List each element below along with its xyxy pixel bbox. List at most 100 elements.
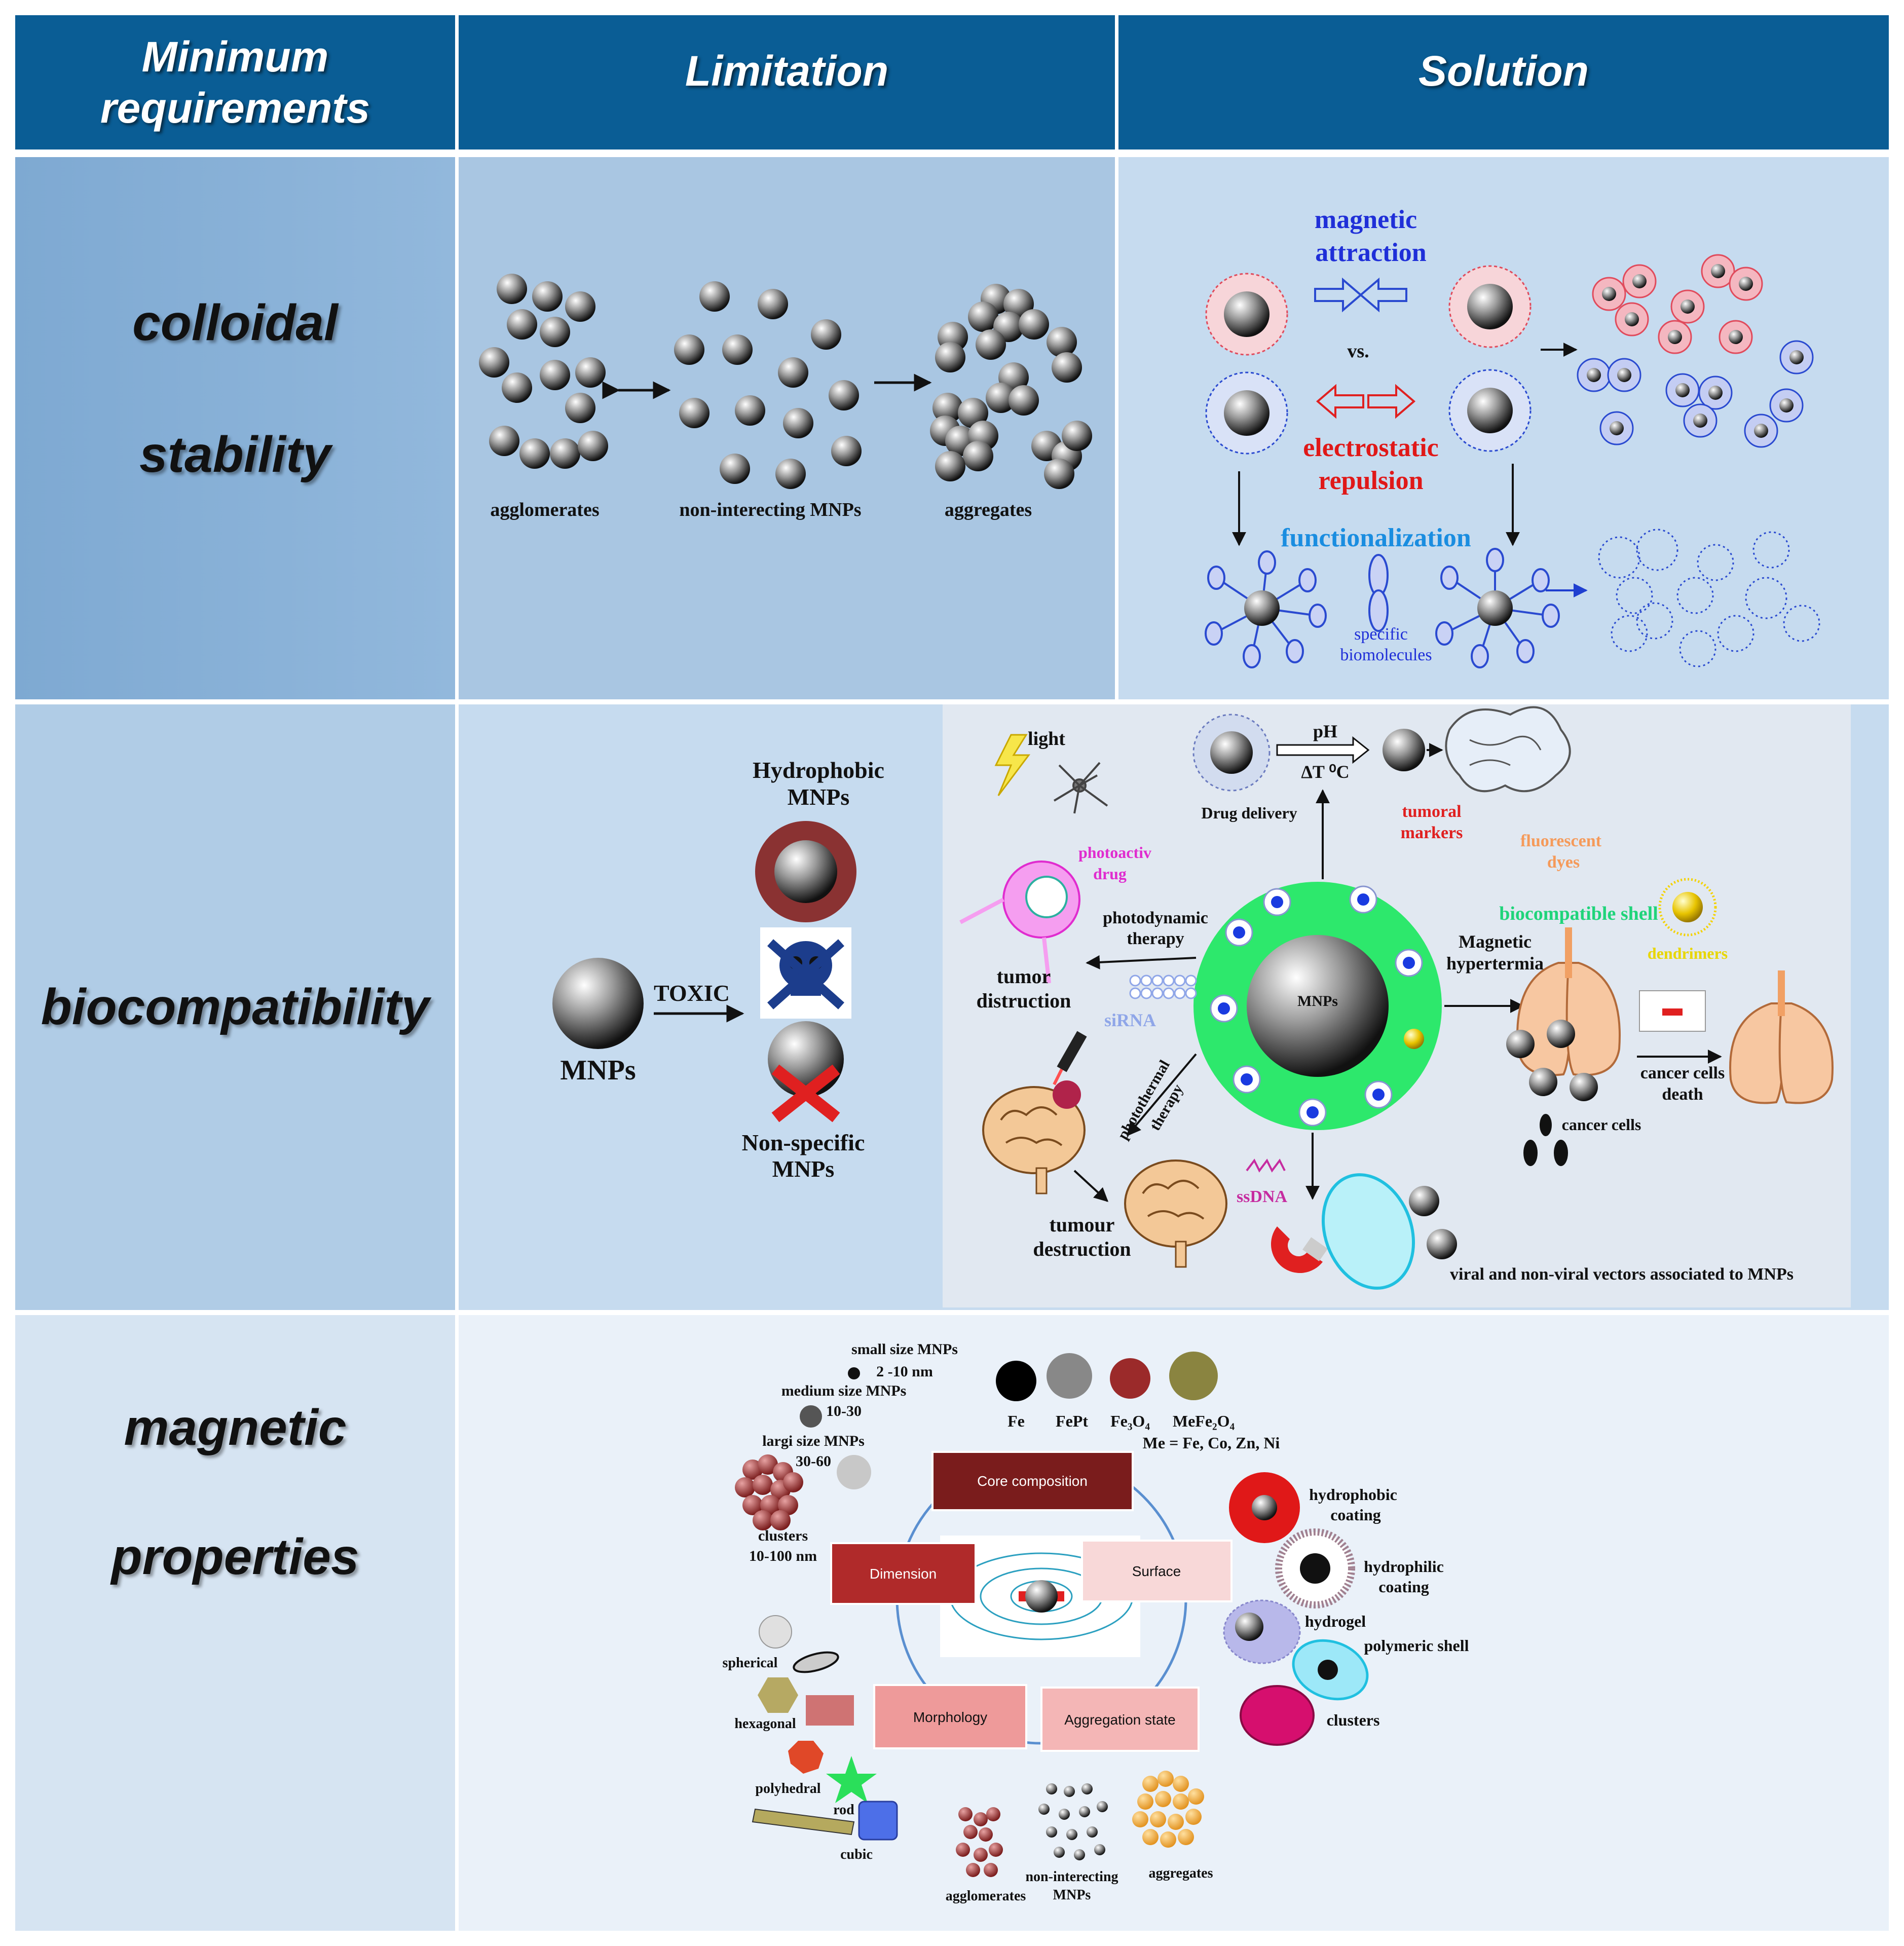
- fe3o4-circle: [1110, 1358, 1150, 1399]
- label-cubic: cubic: [840, 1847, 873, 1862]
- label-mnps: MNPs: [560, 1055, 636, 1086]
- sirna-strand: [1129, 975, 1197, 999]
- hydrophobic-coating-particle: [1229, 1472, 1300, 1543]
- label-cancer-cells: cancer cells: [1562, 1115, 1641, 1134]
- dispersed-red-cores: [1602, 264, 1753, 344]
- colloidal-line1: colloidal: [132, 294, 338, 351]
- small-size-dot: [848, 1367, 860, 1379]
- functionalized-particle-1: [1205, 550, 1327, 668]
- label-clusters-right: clusters: [1327, 1711, 1380, 1729]
- rectangle-shape: [806, 1695, 854, 1726]
- label-agglomerates: agglomerates: [490, 499, 599, 520]
- dimension-box: [830, 1542, 977, 1605]
- label-large-line1: largi size MNPs: [762, 1433, 865, 1449]
- star-shape: [826, 1756, 877, 1803]
- spherical-shape: [759, 1615, 792, 1649]
- label-non-small-2: MNPs: [1053, 1887, 1091, 1903]
- polymeric-shell-particle: [1292, 1639, 1369, 1701]
- label-fluorescent-line1: fluorescent: [1520, 832, 1602, 850]
- biocompatibility-label: biocompatibility: [41, 979, 430, 1035]
- intestine-drawing: [1445, 706, 1571, 793]
- label-cancer-death-line2: death: [1662, 1085, 1703, 1104]
- released-particle: [1383, 729, 1425, 771]
- label-tumor-line1: tumor: [997, 965, 1051, 988]
- repulsion-arrow-right: [1367, 384, 1416, 419]
- label-electrostatic: electrostatic: [1303, 433, 1439, 462]
- morphology-box: [873, 1684, 1027, 1749]
- tumor-cell: [959, 860, 1080, 984]
- brain-healthy: [1124, 1159, 1227, 1268]
- label-small-line2: 2 -10 nm: [876, 1363, 933, 1380]
- dispersed-functionalized-particles: [1598, 529, 1820, 667]
- label-nonspecific-line2: MNPs: [772, 1156, 835, 1182]
- colloidal-line2: stability: [139, 426, 331, 483]
- brain-with-tumour: [982, 1080, 1086, 1194]
- label-photodynamic-line1: photodynamic: [1103, 909, 1208, 927]
- label-magnetic-hyp-line2: hypertermia: [1446, 953, 1544, 974]
- label-attraction: attraction: [1315, 238, 1427, 267]
- medium-size-dot: [800, 1405, 822, 1428]
- agglomerates-small: [956, 1807, 1003, 1877]
- label-tumoral-line2: markers: [1401, 824, 1463, 842]
- label-large-line2: 30-60: [796, 1453, 831, 1470]
- label-specific: specific: [1354, 625, 1408, 644]
- label-hydrophobic-coat-1: hydrophobic: [1309, 1485, 1397, 1504]
- header-solution-text: Solution: [1418, 47, 1589, 95]
- magnetic-line2: properties: [111, 1528, 359, 1585]
- mefe2o4-circle: [1169, 1352, 1218, 1400]
- cluster-berry: [735, 1454, 803, 1530]
- fe-circle: [996, 1361, 1036, 1401]
- core-composition-box: [931, 1451, 1134, 1511]
- label-cancer-death-line1: cancer cells: [1640, 1064, 1725, 1082]
- repulsion-arrow-left: [1316, 384, 1364, 419]
- label-hexagonal: hexagonal: [734, 1716, 796, 1732]
- magnet-icon: [1271, 1226, 1328, 1274]
- label-medium-line2: 10-30: [826, 1403, 862, 1419]
- label-aggregation: Aggregation state: [1064, 1712, 1176, 1728]
- surface-box: [1081, 1540, 1233, 1602]
- label-fe3o4: Fe₃O₄: [1110, 1412, 1150, 1430]
- label-dendrimers: dendrimers: [1648, 944, 1728, 962]
- healthy-lungs: [1729, 970, 1834, 1104]
- label-medium-line1: medium size MNPs: [781, 1382, 907, 1399]
- label-hydrophilic-coat-2: coating: [1378, 1578, 1429, 1596]
- functionalized-particle-2: [1435, 548, 1560, 668]
- label-fept: FePt: [1056, 1412, 1088, 1430]
- label-me-line: Me = Fe, Co, Zn, Ni: [1143, 1434, 1280, 1452]
- label-ph: pH: [1313, 721, 1337, 741]
- label-toxic: TOXIC: [654, 980, 730, 1006]
- hydrophobic-mnp: [755, 821, 856, 922]
- label-aggregates: aggregates: [945, 499, 1032, 520]
- row-bio-requirement: biocompatibility: [15, 704, 455, 1310]
- specific-biomolecule: [1368, 554, 1389, 632]
- drug-delivery-particle: [1192, 714, 1271, 792]
- header-limitation: Limitation: [459, 15, 1115, 149]
- attraction-arrow-left: [1359, 277, 1407, 313]
- dispersed-blue-cores: [1587, 350, 1804, 438]
- label-hydrophobic-coat-2: coating: [1330, 1506, 1381, 1524]
- label-hydrophilic-coat-1: hydrophilic: [1364, 1557, 1444, 1576]
- row-magnetic-requirement: magnetic properties: [15, 1315, 455, 1931]
- label-light: light: [1028, 728, 1065, 750]
- label-aggregates-small: aggregates: [1149, 1865, 1213, 1881]
- ph-arrow: [1276, 736, 1370, 764]
- label-hydrophobic-line1: Hydrophobic: [753, 757, 884, 783]
- label-fe: Fe: [1007, 1412, 1025, 1430]
- label-non-interacting: non-interecting MNPs: [679, 499, 861, 520]
- label-drug-delivery: Drug delivery: [1201, 804, 1297, 822]
- label-surface: Surface: [1132, 1563, 1181, 1579]
- hydrophilic-coating-particle: [1275, 1528, 1355, 1608]
- agglomerates-cluster: [479, 274, 608, 469]
- header-requirements: Minimum requirements: [15, 15, 455, 149]
- label-ssdna: ssDNA: [1237, 1187, 1288, 1206]
- hydrogel-particle: [1223, 1599, 1301, 1664]
- label-vectors: viral and non-viral vectors associated t…: [1450, 1265, 1794, 1284]
- light-bolt-icon: [994, 734, 1030, 796]
- label-tumour-line2: destruction: [1033, 1238, 1131, 1260]
- label-fluorescent-line2: dyes: [1547, 853, 1580, 872]
- label-agglomerates-small: agglomerates: [946, 1888, 1026, 1904]
- photoactive-molecule: [1053, 762, 1108, 814]
- label-functionalization: functionalization: [1281, 523, 1471, 552]
- rod-shape: [752, 1808, 855, 1836]
